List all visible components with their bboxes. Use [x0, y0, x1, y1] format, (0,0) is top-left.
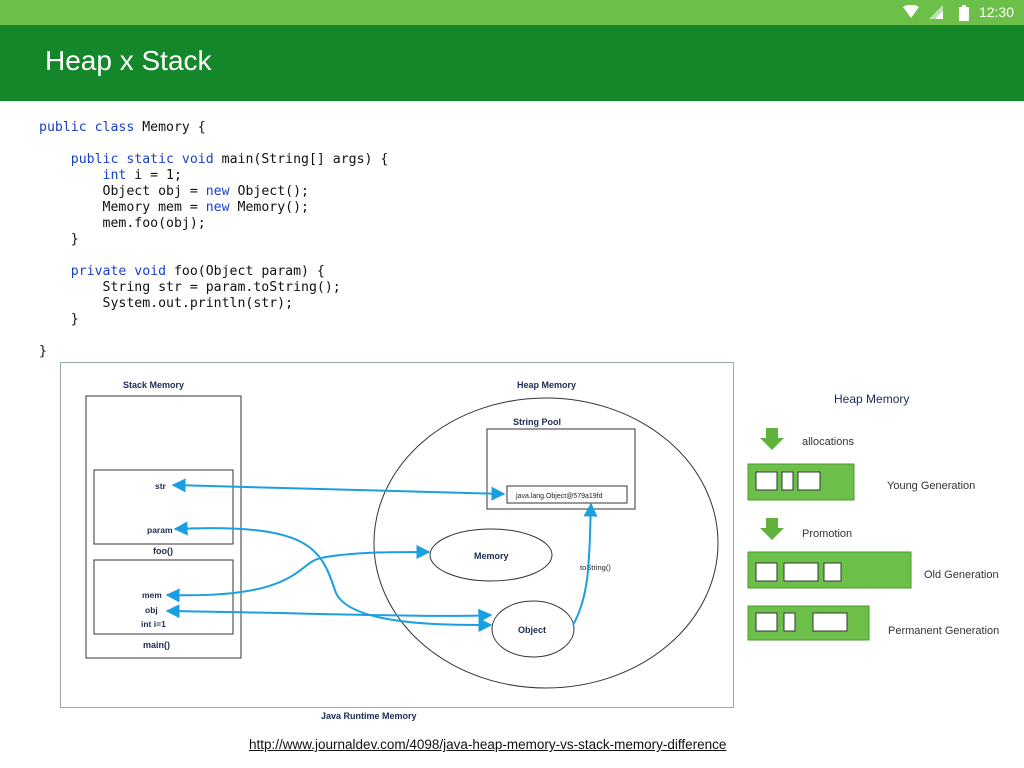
code-keyword: new: [205, 200, 238, 215]
code-line: int i = 1;: [39, 168, 388, 184]
stack-heap-diagram: Stack Memory foo() main() str param mem …: [60, 362, 734, 708]
var-str: str: [155, 481, 167, 491]
code-line: public class Memory {: [39, 120, 388, 136]
generations-canvas: allocations Young Generation Promotion O…: [747, 428, 999, 641]
young-generation-label: Young Generation: [887, 480, 975, 492]
object-object-label: Object: [518, 625, 546, 635]
code-line: String str = param.toString();: [39, 280, 388, 296]
var-obj: obj: [145, 605, 158, 615]
promotion-label: Promotion: [802, 528, 852, 540]
permanent-slot: [812, 612, 848, 632]
foo-frame: [93, 469, 234, 545]
young-slot: [797, 471, 821, 491]
foo-frame-label: foo(): [153, 546, 173, 556]
code-text: [39, 264, 71, 279]
string-pool-value: java.lang.Object@579a19fd: [515, 493, 603, 500]
reference-link[interactable]: http://www.journaldev.com/4098/java-heap…: [249, 737, 727, 752]
code-text: main(String[] args) {: [221, 152, 389, 167]
stack-memory-title: Stack Memory: [123, 380, 184, 390]
old-slot: [755, 562, 778, 582]
allocations-arrow-icon: [760, 428, 784, 450]
java-runtime-memory-label: Java Runtime Memory: [321, 711, 417, 721]
arrow-object-tostring: [572, 502, 598, 626]
code-text: Object();: [237, 184, 309, 199]
code-line: }: [39, 232, 388, 248]
permanent-slot: [755, 612, 778, 632]
code-line: private void foo(Object param) {: [39, 264, 388, 280]
young-slot: [755, 471, 778, 491]
permanent-generation-label: Permanent Generation: [888, 625, 999, 637]
cell-signal-icon: [929, 5, 943, 19]
code-text: Memory();: [237, 200, 309, 215]
var-int-i: int i=1: [141, 619, 166, 629]
code-line: [39, 248, 388, 264]
code-line: [39, 136, 388, 152]
code-line: Memory mem = new Memory();: [39, 200, 388, 216]
permanent-slot: [783, 612, 796, 632]
allocations-label: allocations: [802, 436, 854, 448]
young-slot: [781, 471, 794, 491]
code-line: [39, 328, 388, 344]
string-pool-entry: [506, 485, 628, 504]
code-text: }: [39, 312, 79, 327]
code-keyword: new: [205, 184, 238, 199]
old-slot: [823, 562, 842, 582]
code-keyword: public static void: [70, 152, 222, 167]
page-title: Heap x Stack: [45, 45, 212, 76]
diagram-canvas: Stack Memory foo() main() str param mem …: [85, 380, 719, 689]
code-line: Object obj = new Object();: [39, 184, 388, 200]
code-text: [39, 168, 103, 183]
wifi-icon: [903, 5, 919, 18]
code-text: Memory {: [142, 120, 206, 135]
code-text: }: [39, 344, 47, 359]
var-param: param: [147, 525, 173, 535]
code-text: mem.foo(obj);: [39, 216, 206, 231]
code-text: Memory mem =: [39, 200, 206, 215]
code-line: System.out.println(str);: [39, 296, 388, 312]
status-bar: 12:30: [0, 0, 1024, 25]
main-frame-label: main(): [143, 640, 170, 650]
heap-generations-panel: Heap Memory allocations Young Generation…: [738, 386, 1024, 646]
arrow-obj-to-object: [165, 604, 493, 623]
code-text: System.out.println(str);: [39, 296, 294, 311]
memory-object-label: Memory: [474, 551, 509, 561]
code-text: String str = param.toString();: [39, 280, 341, 295]
arrow-str-to-pool: [171, 478, 506, 501]
generations-title: Heap Memory: [834, 392, 910, 406]
code-line: public static void main(String[] args) {: [39, 152, 389, 168]
clock: 12:30: [978, 4, 1014, 20]
promotion-arrow-icon: [760, 518, 784, 540]
code-line: }: [39, 344, 388, 360]
var-mem: mem: [142, 590, 162, 600]
string-pool-box: [486, 428, 636, 510]
code-text: i = 1;: [134, 168, 182, 183]
string-pool-title: String Pool: [513, 417, 561, 427]
heap-memory-title: Heap Memory: [517, 380, 576, 390]
code-text: }: [39, 232, 79, 247]
old-generation-label: Old Generation: [924, 569, 999, 581]
code-keyword: public class: [39, 120, 143, 135]
arrow-mem-to-memory: [165, 545, 431, 603]
code-keyword: int: [102, 168, 135, 183]
code-line: }: [39, 312, 388, 328]
code-text: [39, 152, 71, 167]
old-slot: [783, 562, 819, 582]
battery-icon: [959, 5, 969, 21]
app-bar: Heap x Stack: [0, 25, 1024, 101]
code-text: foo(Object param) {: [173, 264, 325, 279]
code-text: Object obj =: [39, 184, 206, 199]
tostring-label: toString(): [580, 563, 611, 572]
code-block: public class Memory { public static void…: [39, 120, 388, 360]
code-keyword: private void: [70, 264, 174, 279]
code-line: mem.foo(obj);: [39, 216, 388, 232]
